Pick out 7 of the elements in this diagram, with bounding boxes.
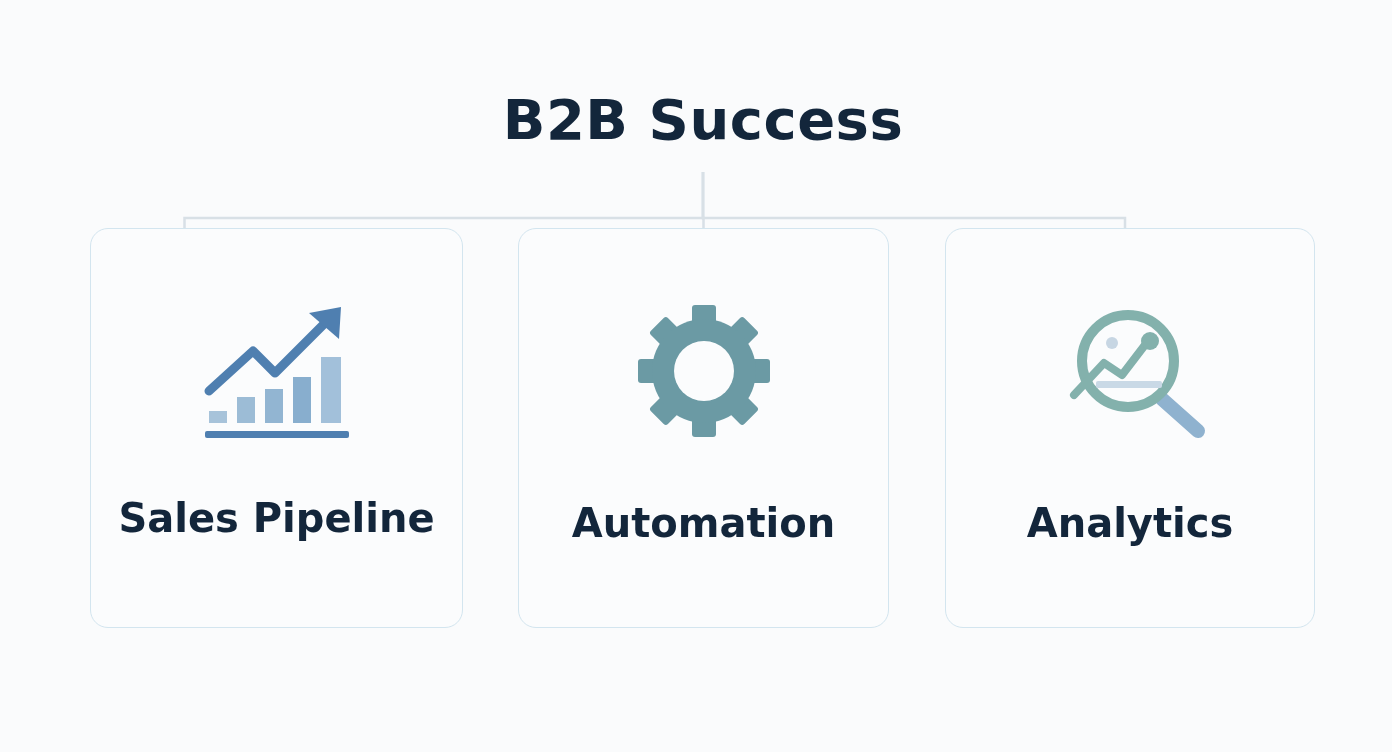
category-card bbox=[518, 228, 889, 628]
card-label: Analytics bbox=[1025, 499, 1235, 548]
category-card bbox=[90, 228, 463, 628]
category-card bbox=[945, 228, 1315, 628]
diagram-title: B2B Success bbox=[496, 80, 910, 160]
card-label: Sales Pipeline bbox=[117, 494, 436, 543]
card-label: Automation bbox=[570, 499, 837, 548]
